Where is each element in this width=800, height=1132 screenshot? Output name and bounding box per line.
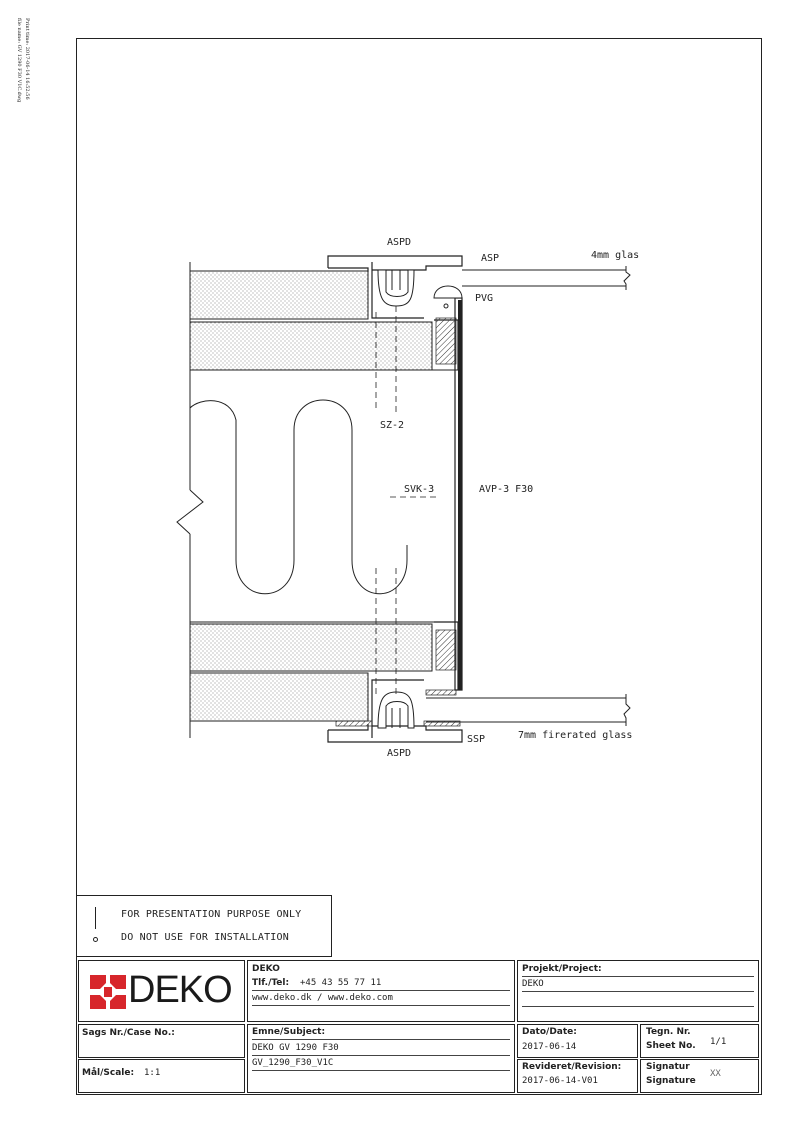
subject-line-2: GV_1290_F30_V1C (252, 1058, 334, 1068)
label-pvg: PVG (475, 293, 493, 304)
label-7mm-glass: 7mm firerated glass (518, 730, 632, 741)
centerlines (375, 306, 440, 694)
label-asp: ASP (481, 253, 499, 264)
deko-logo: DEKO (90, 969, 236, 1011)
pvg-bead (433, 285, 463, 299)
project-value: DEKO (522, 979, 544, 989)
glass-7mm (426, 694, 631, 726)
sheet-no-label-1: Tegn. Nr. (646, 1027, 691, 1037)
label-4mm-glas: 4mm glas (591, 250, 639, 261)
gasket-bottom (377, 691, 415, 729)
signature-label-1: Signatur (646, 1062, 690, 1072)
sheet-no-value: 1/1 (710, 1037, 727, 1047)
sheet-no-label-2: Sheet No. (646, 1041, 696, 1051)
case-label: Sags Nr./Case No.: (82, 1028, 175, 1038)
revision-cell (517, 1059, 638, 1093)
label-ssp: SSP (467, 734, 485, 745)
date-value: 2017-06-14 (522, 1042, 577, 1052)
frame-web (458, 300, 462, 690)
insert-bottom (435, 629, 457, 671)
seal-bottom-right (423, 720, 461, 727)
deko-logo-icon (90, 975, 126, 1009)
label-svk3: SVK-3 (404, 484, 434, 495)
project-cell (517, 960, 759, 1022)
label-avp3: AVP-3 F30 (479, 484, 533, 495)
website: www.deko.dk / www.deko.com (252, 993, 393, 1003)
company-name: DEKO (252, 964, 280, 974)
company-cell (247, 960, 515, 1022)
seal-bottom-left (335, 720, 373, 727)
scale-cell (78, 1059, 245, 1093)
warning-marker-line (95, 907, 96, 929)
signature-value: XX (710, 1069, 721, 1079)
scale-value: 1:1 (144, 1068, 161, 1078)
subject-label: Emne/Subject: (252, 1027, 326, 1037)
label-sz2: SZ-2 (380, 420, 404, 431)
drawing-sheet-frame (76, 38, 762, 1095)
revision-value: 2017-06-14-V01 (522, 1076, 598, 1086)
glass-4mm (462, 266, 631, 290)
warning-line-1: FOR PRESENTATION PURPOSE ONLY (121, 909, 302, 920)
sheet-no-cell (640, 1024, 759, 1058)
warning-marker-dot (93, 937, 98, 942)
tel-value: +45 43 55 77 11 (300, 978, 382, 988)
case-cell (78, 1024, 245, 1058)
date-label: Dato/Date: (522, 1027, 577, 1037)
serpentine-core (189, 399, 408, 595)
seal-mid (425, 689, 457, 696)
revision-label: Revideret/Revision: (522, 1062, 622, 1072)
presentation-warning: FOR PRESENTATION PURPOSE ONLY DO NOT USE… (76, 895, 332, 957)
insulation-layers (189, 270, 433, 722)
signature-label-2: Signature (646, 1076, 696, 1086)
insert-top (435, 317, 457, 365)
scale-label: Mål/Scale: (82, 1068, 135, 1078)
subject-line-1: DEKO GV 1290 F30 (252, 1043, 339, 1053)
gasket-top (377, 269, 415, 307)
warning-line-2: DO NOT USE FOR INSTALLATION (121, 932, 289, 943)
date-cell (517, 1024, 638, 1058)
logo-text: DEKO (128, 969, 233, 1011)
project-label: Projekt/Project: (522, 964, 602, 974)
screw-mark (443, 303, 449, 309)
logo-cell (78, 960, 245, 1022)
tel-label: Tlf./Tel: (252, 978, 290, 988)
subject-cell (247, 1024, 515, 1093)
label-aspd-top: ASPD (387, 237, 411, 248)
signature-cell (640, 1059, 759, 1093)
label-aspd-bottom: ASPD (387, 748, 411, 759)
